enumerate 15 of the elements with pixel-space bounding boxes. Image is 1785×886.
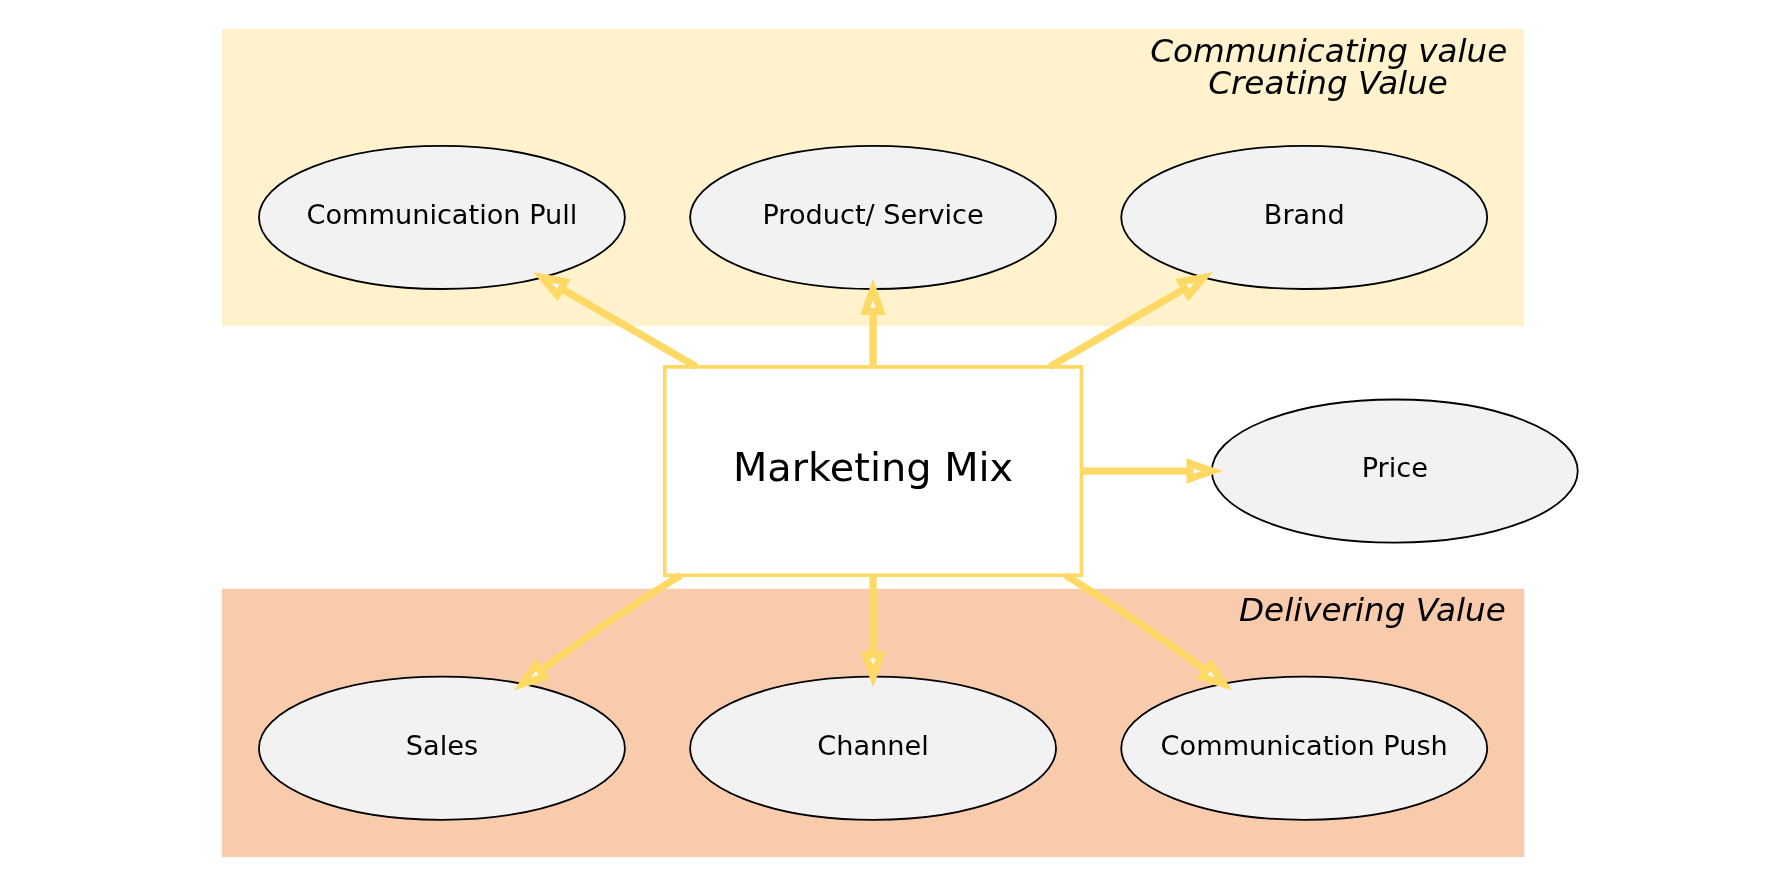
arrow: [1047, 272, 1213, 370]
arrow: [859, 278, 886, 367]
arrow: [1080, 458, 1223, 484]
arrow: [513, 572, 683, 691]
node-ellipse: Communication Pull: [257, 145, 626, 290]
arrow: [532, 272, 698, 370]
node-ellipse: Brand: [1119, 145, 1488, 290]
node-ellipse: Communication Push: [1119, 675, 1488, 821]
arrow: [859, 575, 886, 688]
node-ellipse: Sales: [257, 675, 626, 821]
node-ellipse: Price: [1210, 398, 1579, 544]
node-ellipse: Product/ Service: [688, 145, 1057, 290]
node-box: Marketing Mix: [662, 365, 1083, 578]
arrow: [1063, 572, 1232, 691]
node-ellipse: Channel: [688, 675, 1057, 821]
